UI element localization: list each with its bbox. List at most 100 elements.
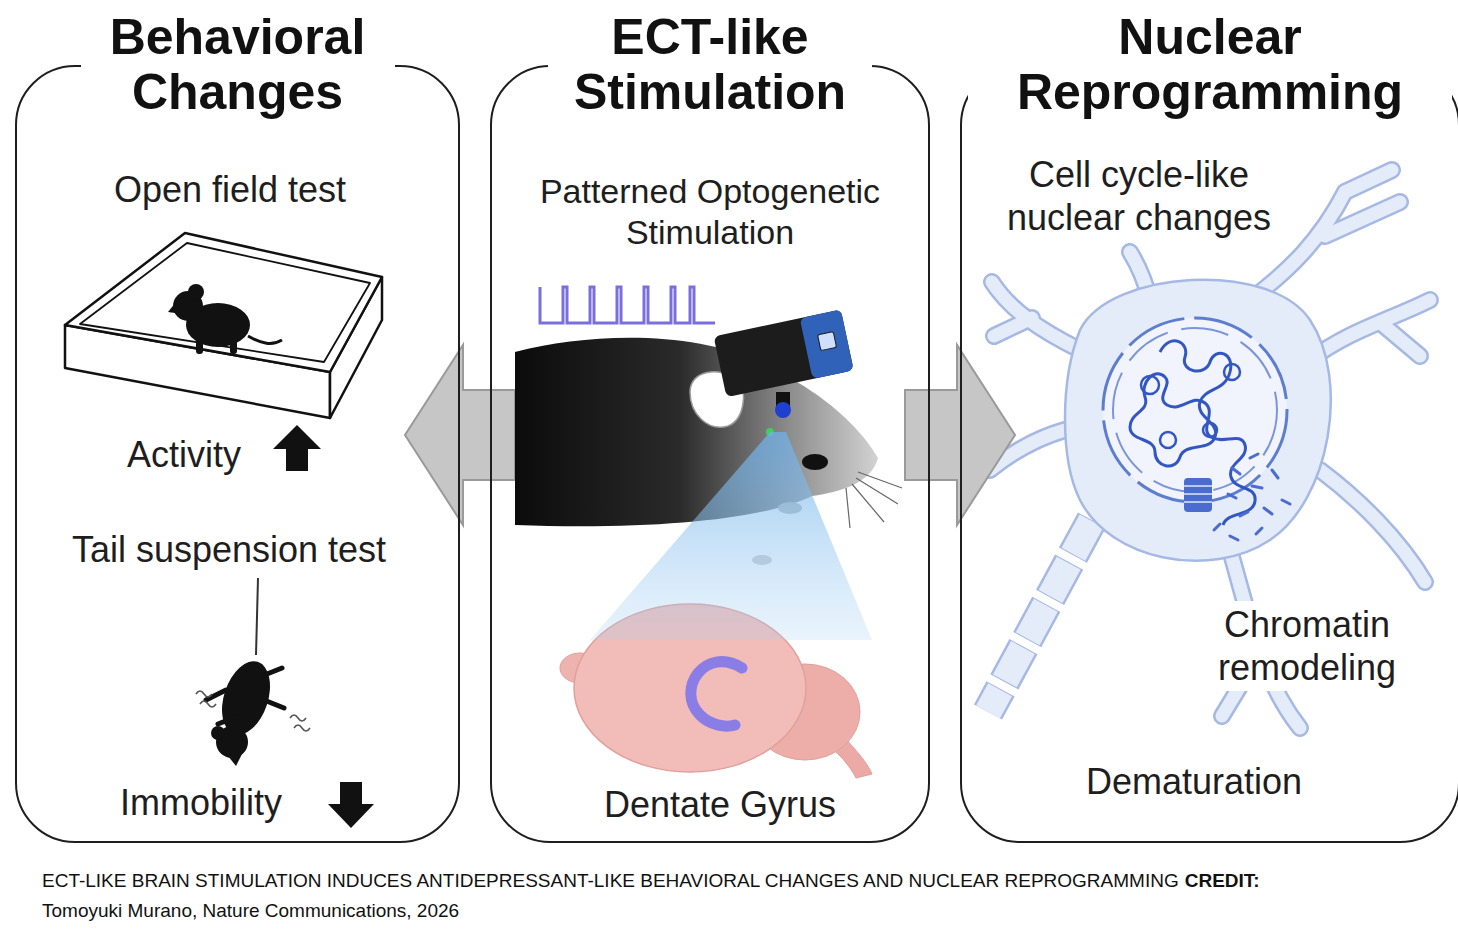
- light-cone: [590, 432, 872, 640]
- mouse-silhouette-part: [230, 340, 237, 354]
- headstage-device-part-part: [714, 310, 854, 398]
- hanging-mouse-part-part: [290, 715, 306, 721]
- neuron-part-part: [994, 318, 1032, 336]
- hanging-mouse-part-part: [206, 690, 226, 700]
- credit-text: Tomoyuki Murano, Nature Communications, …: [42, 896, 1432, 926]
- mouse-silhouette-part: [188, 284, 204, 300]
- neuron-part: [1065, 280, 1331, 561]
- neuron-part-part: [1250, 454, 1258, 458]
- block-arrow: [405, 345, 515, 525]
- panel-text: Tail suspension test: [72, 528, 386, 571]
- neuron-part: [990, 170, 1430, 728]
- neuron-part-part: [1272, 470, 1278, 478]
- neuron-part-part: [1282, 500, 1290, 504]
- down-arrow: [328, 782, 374, 828]
- panel-box: Behavioral ChangesOpen field testActivit…: [15, 65, 460, 843]
- pulse-train: [540, 287, 715, 323]
- open-field-box-part: [80, 243, 370, 362]
- neuron-part-part: [1141, 376, 1159, 394]
- neuron-part-part: [1252, 486, 1262, 488]
- caption: ECT-LIKE BRAIN STIMULATION INDUCES ANTID…: [42, 870, 1179, 891]
- mouse-part: [802, 454, 828, 470]
- caption-block: ECT-LIKE BRAIN STIMULATION INDUCES ANTID…: [42, 866, 1432, 927]
- mouse-silhouette-part: [248, 336, 282, 343]
- credit-label: CREDIT:: [1185, 870, 1260, 891]
- panel-text: Immobility: [120, 781, 282, 824]
- hanging-mouse-part-part: [228, 754, 242, 766]
- neuron-part: [1113, 328, 1277, 492]
- hanging-mouse-part: [256, 578, 258, 655]
- neuron-part-part: [1345, 170, 1392, 192]
- neuron-part-part: [1203, 423, 1217, 437]
- neuron-part-part: [1310, 300, 1430, 360]
- neuron-part-part: [992, 282, 1080, 350]
- neuron-part-part: [1264, 508, 1272, 514]
- nucleosome: [1184, 478, 1212, 512]
- headstage-device-part: [714, 310, 854, 398]
- neuron-part-part: [1382, 324, 1420, 356]
- hanging-mouse-part-part: [211, 726, 225, 740]
- panel-text: Activity: [127, 433, 241, 476]
- neuron-part-part: [1240, 512, 1248, 516]
- mouse-part-part: [852, 484, 884, 522]
- neuron-part-part: [994, 318, 1032, 336]
- panel-text: Patterned Optogenetic Stimulation: [500, 171, 920, 253]
- neuron-part: [990, 170, 1430, 728]
- mouse-silhouette-part: [168, 302, 182, 314]
- brain-part: [691, 662, 742, 726]
- mouse-silhouette: [168, 284, 282, 354]
- panel-text: Open field test: [114, 168, 346, 211]
- neuron-part-part: [1160, 432, 1176, 448]
- panel-box: Nuclear ReprogrammingCell cycle-like nuc…: [960, 65, 1458, 843]
- neuron-part-part: [1320, 470, 1425, 582]
- panel-box: ECT-like StimulationPatterned Optogeneti…: [490, 65, 930, 843]
- neuron: [988, 170, 1430, 728]
- panel-text: Chromatin remodeling: [1186, 601, 1428, 691]
- neuron-part: [988, 520, 1092, 712]
- mouse-part: [846, 472, 902, 528]
- nucleosome-part-part: [1184, 501, 1212, 503]
- hanging-mouse-part-part: [264, 700, 284, 708]
- neuron-part: [988, 520, 1092, 712]
- panel-heading: Nuclear Reprogramming: [968, 10, 1452, 120]
- mouse-part-part: [846, 488, 850, 528]
- hanging-mouse-part-part: [294, 725, 310, 731]
- hanging-mouse-part-part: [196, 691, 212, 697]
- neuron-part-part: [1325, 202, 1400, 236]
- hanging-mouse-part-part: [213, 655, 278, 741]
- neuron-part: [1130, 341, 1255, 525]
- nucleosome-part-part: [1184, 493, 1212, 495]
- neuron-part-part: [1228, 494, 1236, 498]
- headstage-device-part-part: [818, 332, 837, 351]
- neuron-part-part: [1382, 324, 1420, 356]
- headstage-device-part-part: [800, 310, 854, 379]
- nucleosome-part: [1184, 478, 1212, 512]
- panel-heading: ECT-like Stimulation: [548, 10, 872, 120]
- hanging-mouse-part-part: [200, 701, 216, 707]
- panel-text: Cell cycle-like nuclear changes: [979, 153, 1299, 239]
- neuron-part-part: [1256, 528, 1262, 534]
- hanging-mouse: [196, 578, 310, 766]
- mouse-part-part: [858, 472, 902, 488]
- panel-text: Dematuration: [1086, 760, 1302, 803]
- hanging-mouse-part: [196, 691, 310, 731]
- panel-heading: Behavioral Changes: [81, 10, 395, 120]
- neuron-part-part: [1345, 170, 1392, 192]
- up-arrow: [273, 425, 321, 471]
- hanging-mouse-part-part: [218, 716, 238, 724]
- mouse-silhouette-part: [196, 340, 203, 354]
- neuron-part: [1214, 454, 1290, 540]
- neuron-part-part: [1232, 468, 1240, 474]
- neuron-part-part: [1310, 300, 1430, 360]
- neuron-part-part: [992, 282, 1080, 350]
- neuron-part-part: [1320, 470, 1425, 582]
- neuron-part-part: [1214, 524, 1220, 530]
- headstage-device: [714, 310, 854, 436]
- neuron-part-part: [1224, 364, 1240, 380]
- nucleosome-part-part: [1184, 485, 1212, 487]
- headstage-device-part: [775, 402, 791, 418]
- neuron-part: [1103, 318, 1287, 502]
- open-field-box-part: [65, 233, 382, 372]
- hanging-mouse-part: [206, 655, 284, 766]
